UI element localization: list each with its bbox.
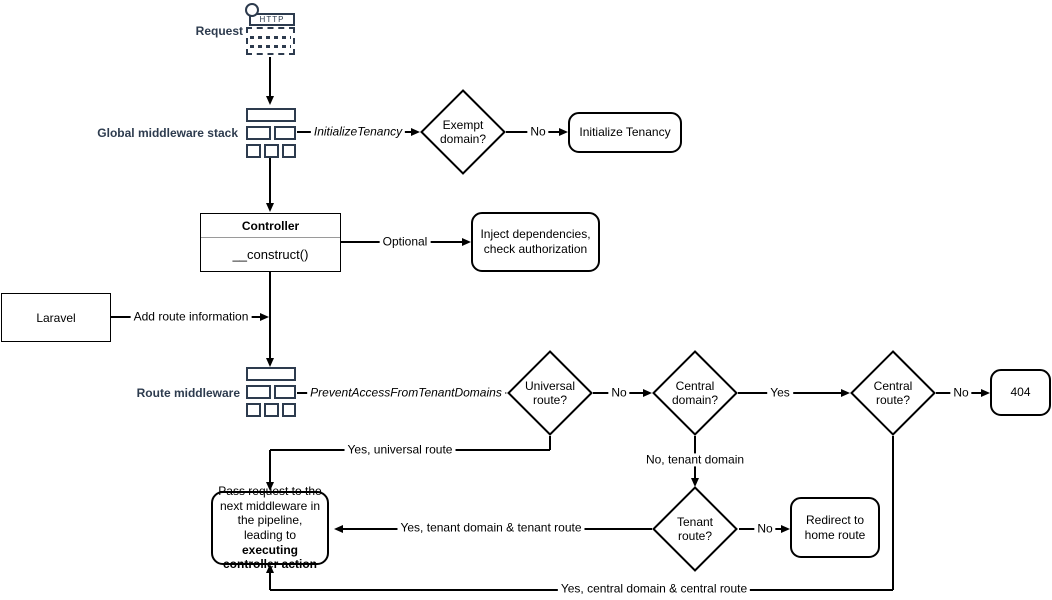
stack-bar — [264, 144, 279, 158]
decision-universal-route: Universal route? — [507, 350, 593, 436]
stack-bar — [264, 403, 279, 417]
stack-bar — [246, 144, 261, 158]
stack-bar — [246, 126, 271, 140]
flow-line — [269, 57, 271, 97]
uml-controller: Controller __construct() — [200, 213, 341, 272]
edge-label-yes: Yes — [767, 386, 793, 400]
arrowhead-right — [462, 237, 471, 246]
arrowhead-up — [265, 564, 274, 573]
http-circle-icon — [245, 3, 259, 17]
process-404: 404 — [990, 369, 1051, 416]
edge-label-yes-central-route: Yes, central domain & central route — [557, 582, 751, 596]
flow-line — [269, 572, 271, 590]
edge-label-yes-tenant-route: Yes, tenant domain & tenant route — [397, 521, 585, 535]
process-initialize-tenancy: Initialize Tenancy — [568, 112, 682, 153]
edge-label-no-tenant-domain: No, tenant domain — [642, 453, 748, 467]
stack-bar — [282, 403, 296, 417]
arrowhead-right — [559, 127, 568, 136]
stack-bar — [274, 385, 296, 399]
arrowhead-right — [981, 388, 990, 397]
arrowhead-down — [690, 478, 699, 487]
process-text: Redirect to home route — [804, 512, 866, 542]
edge-label-no: No — [608, 386, 630, 400]
global-middleware-stack-label: Global middleware stack — [97, 126, 238, 140]
payload-dash-line — [250, 36, 291, 39]
edge-label-prevent-access: PreventAccessFromTenantDomains — [307, 386, 505, 400]
stack-bar — [246, 367, 296, 381]
flow-line — [269, 158, 271, 203]
decision-text: Exempt domain? — [439, 117, 487, 146]
process-text: Initialize Tenancy — [579, 125, 671, 140]
arrowhead-down — [265, 482, 274, 491]
edge-label-initialize-tenancy: InitializeTenancy — [310, 125, 406, 139]
flow-line — [269, 272, 271, 358]
decision-central-route: Central route? — [850, 350, 936, 436]
process-text: Inject dependencies, check authorization — [480, 227, 591, 256]
flow-line — [549, 436, 551, 450]
arrowhead-down — [265, 96, 274, 105]
process-redirect-home: Redirect to home route — [790, 497, 880, 558]
arrowhead-down — [265, 358, 274, 367]
controller-method: __construct() — [232, 247, 309, 262]
process-inject-dependencies: Inject dependencies, check authorization — [471, 212, 600, 272]
arrowhead-right — [841, 388, 850, 397]
decision-text: Central domain? — [671, 378, 719, 407]
http-payload-box — [246, 27, 295, 55]
decision-central-domain: Central domain? — [652, 350, 738, 436]
middleware-stack-icon — [246, 367, 296, 417]
decision-tenant-route: Tenant route? — [652, 486, 738, 572]
payload-dash-line — [250, 45, 291, 48]
stack-bar — [246, 403, 261, 417]
decision-text: Tenant route? — [676, 514, 714, 543]
stack-bar — [274, 126, 296, 140]
stack-bar — [246, 108, 296, 122]
edge-label-yes-universal-route: Yes, universal route — [344, 443, 456, 457]
process-text: 404 — [1010, 385, 1031, 400]
http-request-icon: HTTP — [245, 3, 296, 55]
process-text: Pass request to the next middleware in t… — [218, 484, 322, 572]
process-pass-request: Pass request to the next middleware in t… — [211, 484, 329, 571]
arrowhead-right — [411, 127, 420, 136]
arrowhead-right — [260, 312, 269, 321]
flow-line — [269, 450, 271, 482]
arrowhead-right — [781, 524, 790, 533]
stack-bar — [282, 144, 296, 158]
request-label: Request — [195, 24, 243, 38]
edge-label-no: No — [950, 386, 972, 400]
controller-title: Controller — [201, 214, 340, 238]
laravel-box: Laravel — [1, 293, 111, 342]
decision-text: Universal route? — [524, 378, 575, 407]
edge-label-add-route-information: Add route information — [130, 310, 252, 324]
stack-bar — [246, 385, 271, 399]
edge-label-no: No — [527, 125, 549, 139]
arrowhead-right — [643, 388, 652, 397]
http-text: HTTP — [259, 14, 285, 24]
edge-label-no: No — [754, 522, 776, 536]
flow-line — [892, 436, 894, 590]
laravel-text: Laravel — [36, 310, 76, 325]
middleware-stack-icon — [246, 108, 296, 158]
edge-label-optional: Optional — [379, 235, 431, 249]
decision-text: Central route? — [873, 378, 913, 407]
decision-exempt-domain: Exempt domain? — [420, 89, 506, 175]
route-middleware-label: Route middleware — [136, 386, 240, 400]
arrowhead-down — [265, 203, 274, 212]
http-header-box: HTTP — [249, 13, 295, 26]
arrowhead-left — [334, 524, 343, 533]
